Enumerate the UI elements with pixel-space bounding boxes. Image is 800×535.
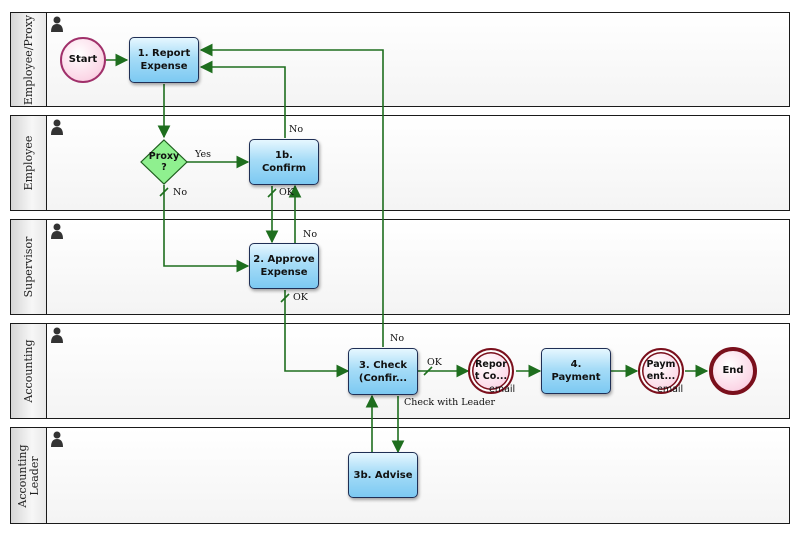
task-payment-label: 4. Payment bbox=[551, 359, 601, 383]
edge-label-approve-no: No bbox=[303, 229, 318, 240]
end-event-label: End bbox=[722, 365, 744, 376]
report-email-event[interactable]: Repor t Co... bbox=[468, 348, 514, 394]
lane-header: Employee bbox=[11, 116, 47, 210]
lane-body bbox=[47, 220, 789, 314]
task-approve-expense[interactable]: 2. Approve Expense bbox=[249, 243, 319, 289]
end-event[interactable]: End bbox=[709, 347, 757, 395]
proxy-gateway-label: Proxy ? bbox=[148, 151, 180, 173]
task-advise[interactable]: 3b. Advise bbox=[348, 452, 418, 498]
edge-label-confirm-ok: OK bbox=[279, 187, 294, 198]
task-report-expense[interactable]: 1. Report Expense bbox=[129, 37, 199, 83]
task-advise-label: 3b. Advise bbox=[353, 469, 413, 481]
task-report-expense-label: 1. Report Expense bbox=[137, 48, 191, 72]
edge-label-approve-ok: OK bbox=[293, 292, 308, 303]
lane-employee-proxy: Employee/Proxy bbox=[10, 12, 790, 107]
flow-check-no bbox=[199, 43, 384, 347]
lane-header: Accounting Leader bbox=[11, 428, 47, 523]
payment-email-sublabel: email bbox=[657, 384, 684, 395]
lane-supervisor: Supervisor bbox=[10, 219, 790, 315]
lane-body bbox=[47, 428, 789, 523]
person-icon bbox=[51, 119, 63, 135]
task-check[interactable]: 3. Check (Confir... bbox=[348, 348, 418, 395]
flow-approve-ok bbox=[284, 290, 350, 378]
person-icon bbox=[51, 223, 63, 239]
lane-header: Employee/Proxy bbox=[11, 13, 47, 106]
edge-label-proxy-yes: Yes bbox=[195, 149, 211, 160]
proxy-gateway[interactable] bbox=[140, 139, 188, 185]
lane-employee: Employee bbox=[10, 115, 790, 211]
payment-email-event-label: Paym ent... bbox=[646, 359, 676, 382]
person-icon bbox=[51, 16, 63, 32]
task-check-label: 3. Check (Confir... bbox=[358, 359, 408, 384]
person-icon bbox=[51, 431, 63, 447]
payment-email-event[interactable]: Paym ent... bbox=[638, 348, 684, 394]
start-event-label: Start bbox=[68, 54, 98, 65]
task-approve-expense-label: 2. Approve Expense bbox=[253, 254, 315, 278]
edge-label-check-leader: Check with Leader bbox=[404, 397, 496, 408]
start-event[interactable]: Start bbox=[60, 37, 106, 83]
lane-header: Supervisor bbox=[11, 220, 47, 314]
task-payment[interactable]: 4. Payment bbox=[541, 348, 611, 394]
person-icon bbox=[51, 327, 63, 343]
report-email-sublabel: email bbox=[489, 384, 516, 395]
edge-label-confirm-no: No bbox=[289, 124, 304, 135]
edge-label-proxy-no: No bbox=[173, 187, 188, 198]
task-confirm[interactable]: 1b. Confirm bbox=[249, 139, 319, 185]
lane-header: Accounting bbox=[11, 324, 47, 418]
task-confirm-label: 1b. Confirm bbox=[261, 150, 307, 174]
edge-label-check-no: No bbox=[390, 333, 405, 344]
edge-label-check-ok: OK bbox=[427, 357, 442, 368]
flow-confirm-no bbox=[199, 60, 286, 138]
report-email-event-label: Repor t Co... bbox=[474, 359, 508, 382]
flow-proxy-no bbox=[163, 185, 250, 273]
